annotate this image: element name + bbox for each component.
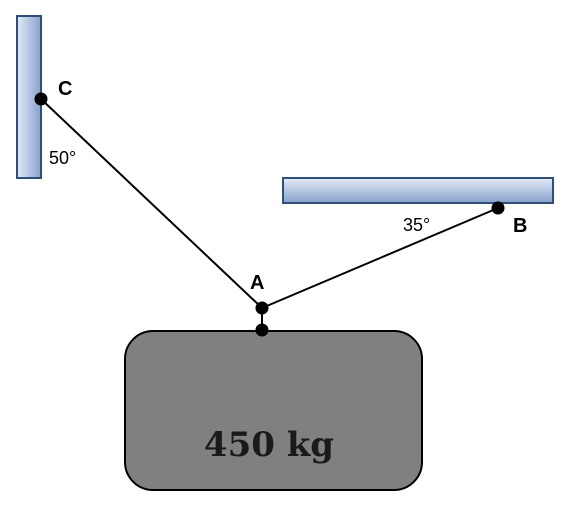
angle-at-b: 35°	[403, 215, 430, 235]
horizontal-ceiling-support	[282, 177, 554, 204]
mass-label: 450 kg	[204, 425, 334, 465]
label-b: B	[513, 215, 527, 237]
label-a: A	[250, 272, 264, 294]
angle-at-c: 50°	[49, 148, 76, 168]
hanging-block	[124, 330, 423, 491]
label-c: C	[58, 78, 72, 100]
node-a	[255, 301, 269, 315]
node-block-hook	[255, 323, 269, 337]
node-c	[34, 92, 48, 106]
cable-ac	[40, 98, 263, 309]
node-b	[491, 201, 505, 215]
cable-ab	[261, 207, 499, 309]
